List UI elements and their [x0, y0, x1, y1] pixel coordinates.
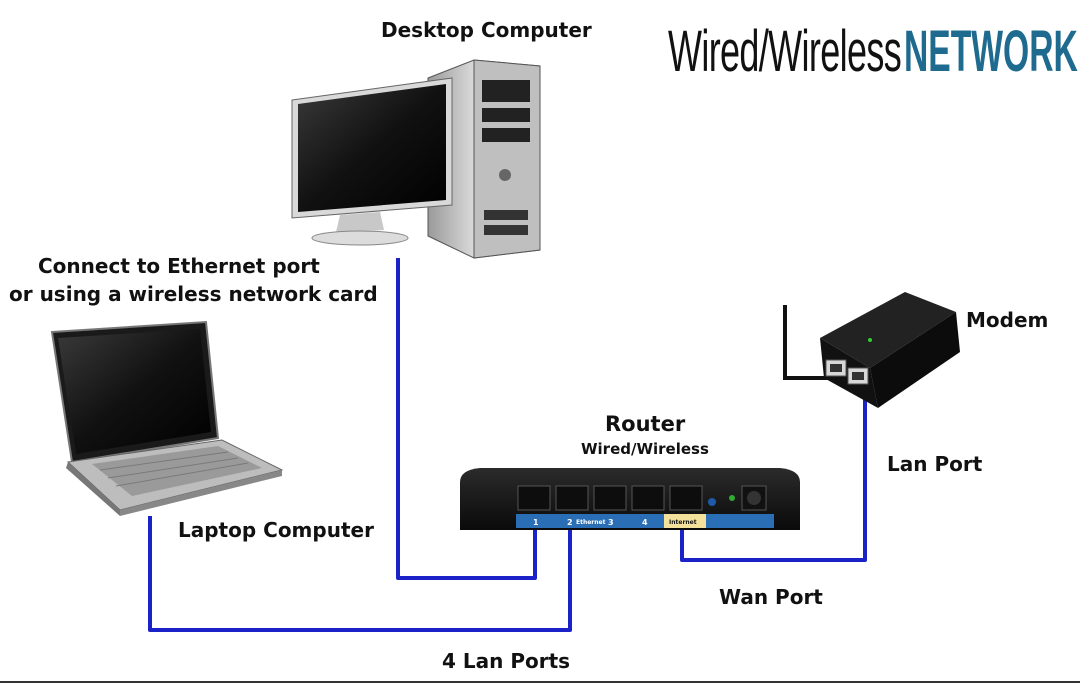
laptop-computer-label: Laptop Computer [178, 518, 374, 542]
title-network: NETWORK [904, 19, 1078, 84]
router-port-2-label: 2 [567, 518, 573, 527]
router-sub-label: Wired/Wireless [581, 440, 709, 458]
router-label: Router [605, 412, 686, 436]
modem-power-cable [783, 305, 832, 380]
desktop-cable [396, 258, 537, 580]
desktop-computer-label: Desktop Computer [381, 18, 592, 42]
modem-image [820, 292, 960, 408]
cables [148, 258, 867, 632]
wan-port-label: Wan Port [719, 585, 823, 609]
router-port-1-label: 1 [533, 518, 539, 527]
wan-cable [680, 395, 867, 562]
title-wired-wireless: Wired/Wireless [668, 19, 902, 84]
router-port-3-label: 3 [608, 518, 614, 527]
router-ethernet-label: Ethernet [576, 519, 606, 526]
laptop-note-line2: or using a wireless network card [9, 282, 378, 306]
router-internet-label: Internet [669, 519, 697, 526]
router-image [460, 468, 800, 530]
desktop-computer-image [291, 59, 541, 259]
laptop-computer-image [50, 320, 284, 516]
bottom-divider [0, 681, 1080, 683]
modem-label: Modem [966, 308, 1049, 332]
laptop-note-line1: Connect to Ethernet port [38, 254, 320, 278]
router-port-4-label: 4 [642, 518, 648, 527]
lan-ports-label: 4 Lan Ports [442, 649, 571, 673]
lan-port-label: Lan Port [887, 452, 983, 476]
laptop-cable [148, 516, 572, 632]
